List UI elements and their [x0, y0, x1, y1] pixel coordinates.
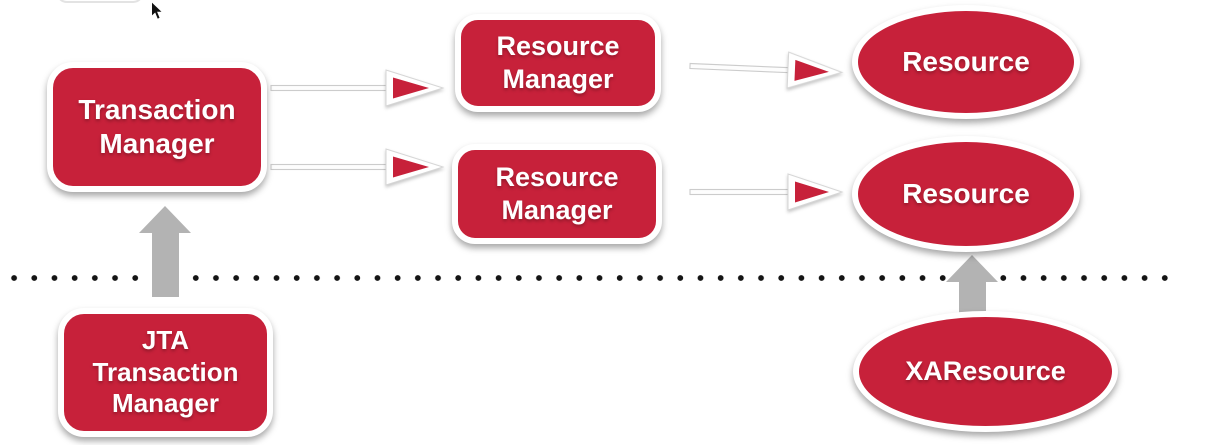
node-label-line: Transaction	[92, 356, 239, 387]
gray-arrow-jta-to-tm	[139, 206, 191, 297]
boundary-dotted-line	[4, 274, 1178, 282]
arrow-rm1-to-res1	[689, 51, 844, 89]
node-label-line: Manager	[501, 195, 613, 225]
arrow-tm-to-rm2	[270, 148, 445, 186]
node-label-line: JTA	[141, 324, 190, 355]
node-label-line: Resource	[496, 31, 620, 62]
node-label-line: Resource	[902, 45, 1030, 77]
node-xa-resource: XAResource	[853, 311, 1118, 432]
arrow-rm2-to-res2	[689, 173, 844, 211]
node-label-line: Manager	[502, 64, 614, 94]
node-label-line: Transaction	[78, 93, 236, 125]
node-label-line: Resource	[495, 162, 619, 193]
node-jta-transaction-manager: JTA Transaction Manager	[58, 308, 273, 437]
node-resource-manager-2: Resource Manager	[452, 144, 662, 244]
node-label-line: XAResource	[905, 356, 1066, 387]
node-label-line: Manager	[112, 388, 219, 419]
node-transaction-manager: Transaction Manager	[47, 62, 267, 192]
node-resource-manager-1: Resource Manager	[455, 14, 661, 112]
node-resource-1: Resource	[852, 5, 1080, 119]
arrow-tm-to-rm1	[270, 69, 445, 107]
cutoff-shape-top	[56, 0, 144, 3]
node-resource-2: Resource	[852, 136, 1080, 252]
gray-arrow-xa-to-resource	[946, 255, 998, 314]
node-label-line: Manager	[99, 128, 215, 159]
mouse-pointer-icon	[151, 1, 164, 20]
node-label-line: Resource	[902, 177, 1030, 209]
